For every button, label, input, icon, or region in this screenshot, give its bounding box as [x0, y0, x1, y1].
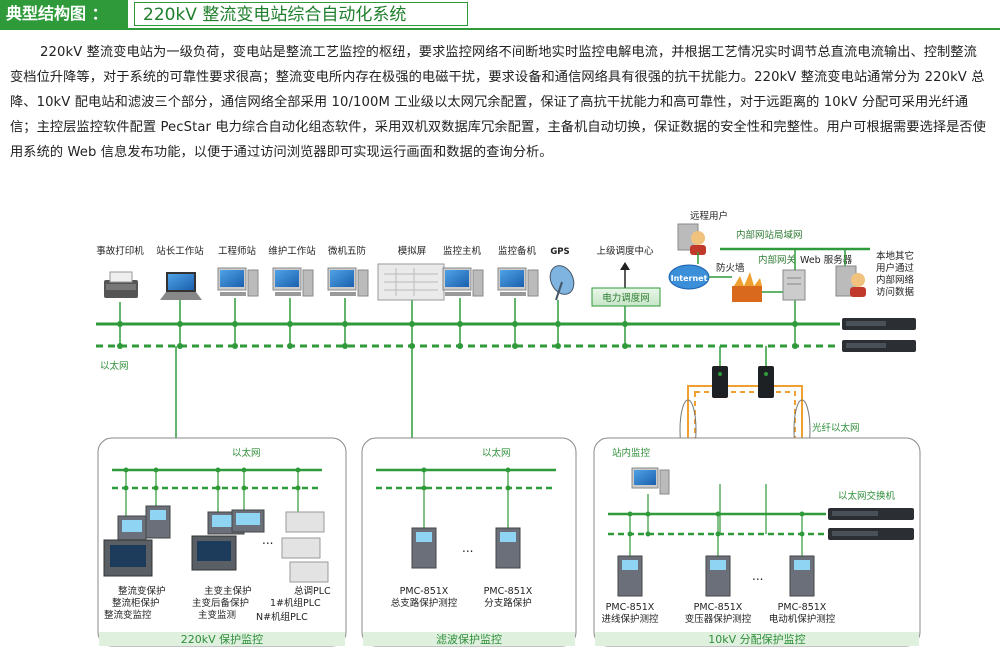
device-label: 上级调度中心: [596, 245, 654, 257]
firewall-label: 防火墙: [716, 262, 745, 274]
box-220kv-label: 总调PLC: [294, 585, 331, 597]
box-10kv-title-bar: [595, 632, 919, 646]
fiber-uplinks: [719, 346, 767, 366]
header-label: 典型结构图 ：: [0, 0, 128, 28]
remote-links: [697, 249, 846, 293]
box-220kv-label: 整流变保护: [118, 585, 166, 597]
pmc-device-icon: [617, 555, 643, 597]
pmc-device-icon: [789, 555, 815, 597]
ellipsis: ...: [752, 569, 763, 583]
satellite-dish-icon: [549, 265, 575, 301]
device-label: 监控备机: [498, 245, 537, 257]
box-filter-title-bar: [363, 632, 575, 646]
pmc-device-icon: [705, 555, 731, 597]
box-220kv-title-bar: [99, 632, 345, 646]
lan-label: 内部网站局域网: [736, 229, 803, 241]
box-220kv-label: 1#机组PLC: [270, 597, 321, 609]
plc-module-icon: [281, 537, 321, 559]
plc-module-icon: [285, 511, 325, 533]
device-label: 维护工作站: [268, 245, 316, 257]
computer-icon: [442, 267, 484, 297]
ethernet-switch-icon: [828, 508, 914, 520]
printer-icon: [104, 271, 138, 298]
laptop-icon: [160, 272, 202, 300]
firewall-icon: [732, 272, 762, 302]
header-rule: [0, 0, 1000, 30]
computer-icon: [327, 267, 369, 297]
gateway-label: 内部网关: [758, 254, 797, 266]
protection-relay-icon: [145, 505, 171, 539]
box-220kv-label: 主变主保护: [204, 585, 252, 597]
monitor-unit-icon: [191, 535, 237, 571]
computer-icon: [217, 267, 259, 297]
remote-user-label: 远程用户: [690, 210, 728, 222]
box-10kv-dev3-label: 电动机保护测控: [769, 613, 836, 625]
computer-icon: [631, 467, 670, 495]
device-label: GPS: [550, 247, 569, 257]
box-10kv-station-label: 站内监控: [612, 447, 651, 459]
page-title: 220kV 整流变电站综合自动化系统: [134, 2, 468, 26]
device-label: 站长工作站: [156, 245, 204, 257]
protection-relay-icon: [231, 509, 265, 533]
fiber-switch-icon: [758, 366, 774, 398]
box-10kv-title: 10kV 分配保护监控: [708, 632, 805, 646]
box-220kv-label: 主变后备保护: [192, 597, 249, 609]
box-filter-dev1-label: 总支路保护测控: [391, 597, 458, 609]
ellipsis: ...: [262, 533, 273, 547]
box-filter-title: 滤波保护监控: [436, 632, 502, 646]
pmc-device-icon: [495, 527, 521, 569]
mimic-panel-icon: [377, 263, 445, 301]
box-filter-net-label: 以太网: [482, 447, 511, 459]
box-220kv-title: 220kV 保护监控: [181, 632, 263, 646]
page-header: 典型结构图 ： 220kV 整流变电站综合自动化系统: [0, 0, 1000, 30]
box-filter-dev1-model: PMC-851X: [400, 586, 449, 597]
box-10kv-dev2-label: 变压器保护测控: [685, 613, 752, 625]
device-label: 模拟屏: [398, 245, 427, 257]
device-label: 工程师站: [218, 245, 257, 257]
box-220kv-label: 主变监测: [198, 609, 236, 621]
local-user-icon: [835, 265, 866, 297]
remote-user-icon: [677, 223, 706, 255]
core-switch-icon: [842, 340, 916, 352]
box-220kv-label: N#机组PLC: [256, 611, 308, 623]
web-server-label: Web 服务器: [800, 254, 853, 266]
ethernet-label: 以太网: [100, 360, 129, 372]
monitor-unit-icon: [103, 539, 153, 577]
dispatch-network-box: [591, 287, 661, 307]
computer-icon: [272, 267, 314, 297]
box-filter-dev2-label: 分支路保护: [484, 597, 532, 609]
plc-module-icon: [289, 561, 329, 583]
arrow-up-icon: [620, 262, 630, 288]
server-icon: [782, 269, 806, 301]
local-users-line4: 访问数据: [876, 286, 915, 298]
local-users-line2: 用户通过: [876, 262, 915, 274]
computer-icon: [497, 267, 539, 297]
box-10kv-dev1-label: 进线保护测控: [601, 613, 659, 625]
box-filter-dev2-model: PMC-851X: [484, 586, 533, 597]
box-220kv-label: 整流柜保护: [112, 597, 160, 609]
local-users-line3: 内部网络: [876, 274, 915, 286]
fiber-switch-icon: [712, 366, 728, 398]
switch-label: 以太网交换机: [838, 490, 896, 502]
device-label: 微机五防: [328, 245, 367, 257]
box-10kv-dev3-model: PMC-851X: [778, 602, 827, 613]
ellipsis: ...: [462, 541, 473, 555]
ethernet-switch-icon: [828, 528, 914, 540]
box-10kv-dev1-model: PMC-851X: [606, 602, 655, 613]
box-220kv-net-label: 以太网: [232, 447, 261, 459]
core-switch-icon: [842, 318, 916, 330]
intro-paragraph: 220kV 整流变电站为一级负荷，变电站是整流工艺监控的枢纽，要求监控网络不间断…: [10, 45, 987, 160]
device-label: 事故打印机: [96, 245, 144, 257]
pmc-device-icon: [411, 527, 437, 569]
local-users-line1: 本地其它: [876, 250, 914, 262]
device-label: 监控主机: [443, 245, 482, 257]
internet-label: Internet: [671, 274, 708, 283]
box-10kv-dev2-model: PMC-851X: [694, 602, 743, 613]
fiber-ethernet-label: 光纤以太网: [812, 422, 860, 434]
dispatch-network-label: 电力调度网: [602, 292, 650, 304]
box-220kv-label: 整流变监控: [104, 609, 152, 621]
